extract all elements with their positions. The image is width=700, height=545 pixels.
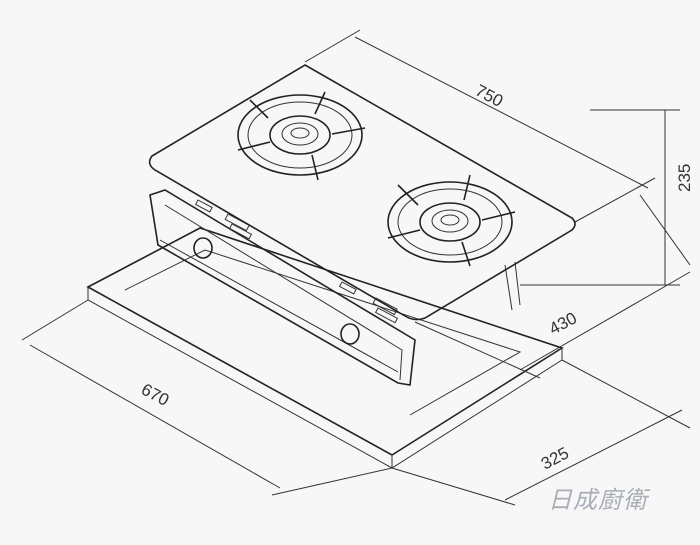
cutout-tray xyxy=(86,227,564,469)
dimension-lines xyxy=(21,29,691,506)
control-panel xyxy=(149,189,521,386)
burner-left xyxy=(237,91,366,181)
knob-right xyxy=(340,323,360,345)
glass-top xyxy=(148,64,576,321)
dim-750: 750 xyxy=(472,81,506,111)
dim-235: 235 xyxy=(675,164,694,192)
dim-670: 670 xyxy=(138,380,172,410)
burner-right xyxy=(387,174,516,267)
watermark: 日成廚衛 xyxy=(548,487,648,514)
dim-430: 430 xyxy=(546,308,580,338)
knob-left xyxy=(193,237,213,259)
